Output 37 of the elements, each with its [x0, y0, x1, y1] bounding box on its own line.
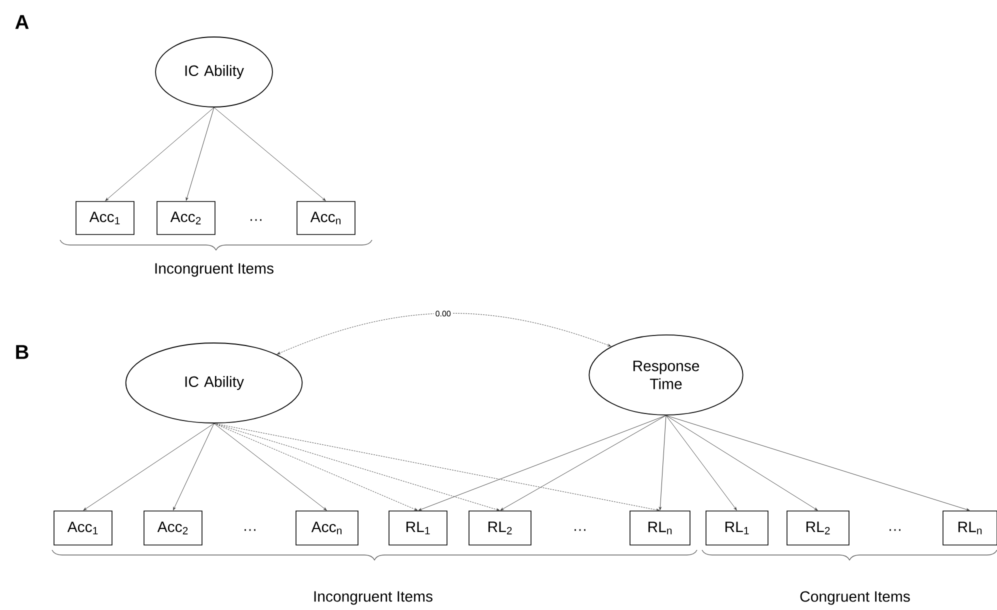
- ellipsis: …: [244, 529, 256, 531]
- panel-letter: A: [15, 15, 29, 29]
- indicator-box: RL$_{2}$: [786, 510, 850, 546]
- arrow: [105, 107, 214, 201]
- edge-label: 0.00: [434, 309, 452, 318]
- indicator-box: RL$_{2}$: [468, 510, 532, 546]
- arrow: [214, 423, 327, 510]
- ellipsis: …: [250, 219, 262, 221]
- indicator-box: RL$_{1}$: [706, 510, 768, 546]
- group-label: Incongruent Items: [314, 591, 432, 605]
- arrow: [666, 415, 737, 510]
- ellipsis: …: [574, 529, 586, 531]
- indicator-box: Acc$_{1}$: [76, 201, 134, 235]
- indicator-box: RL$_{n}$: [630, 510, 690, 546]
- arrow: [83, 423, 214, 510]
- indicator-box: Acc$_{2}$: [156, 201, 216, 235]
- panel-letter: B: [16, 345, 28, 359]
- indicator-box: Acc$_{2}$: [144, 510, 202, 546]
- arrow: [659, 415, 666, 510]
- indicator-box: RL$_{1}$: [388, 510, 448, 546]
- arrow: [666, 415, 970, 511]
- arrow: [277, 313, 611, 354]
- arrow: [173, 423, 214, 510]
- indicator-box: Acc$_{n}$: [296, 510, 358, 546]
- group-label: Congruent Items: [800, 591, 910, 605]
- arrow: [214, 423, 418, 511]
- ellipsis: …: [890, 529, 900, 531]
- group-label: Incongruent Items: [155, 263, 274, 277]
- arrow: [214, 423, 660, 512]
- arrow: [500, 415, 666, 510]
- arrow: [214, 107, 326, 201]
- arrow: [418, 415, 666, 511]
- arrow: [666, 415, 818, 510]
- indicator-box: RL$_{n}$: [942, 510, 997, 546]
- indicator-box: Acc$_{n}$: [296, 201, 356, 235]
- arrow: [186, 107, 214, 201]
- indicator-box: Acc$_{1}$: [54, 510, 112, 546]
